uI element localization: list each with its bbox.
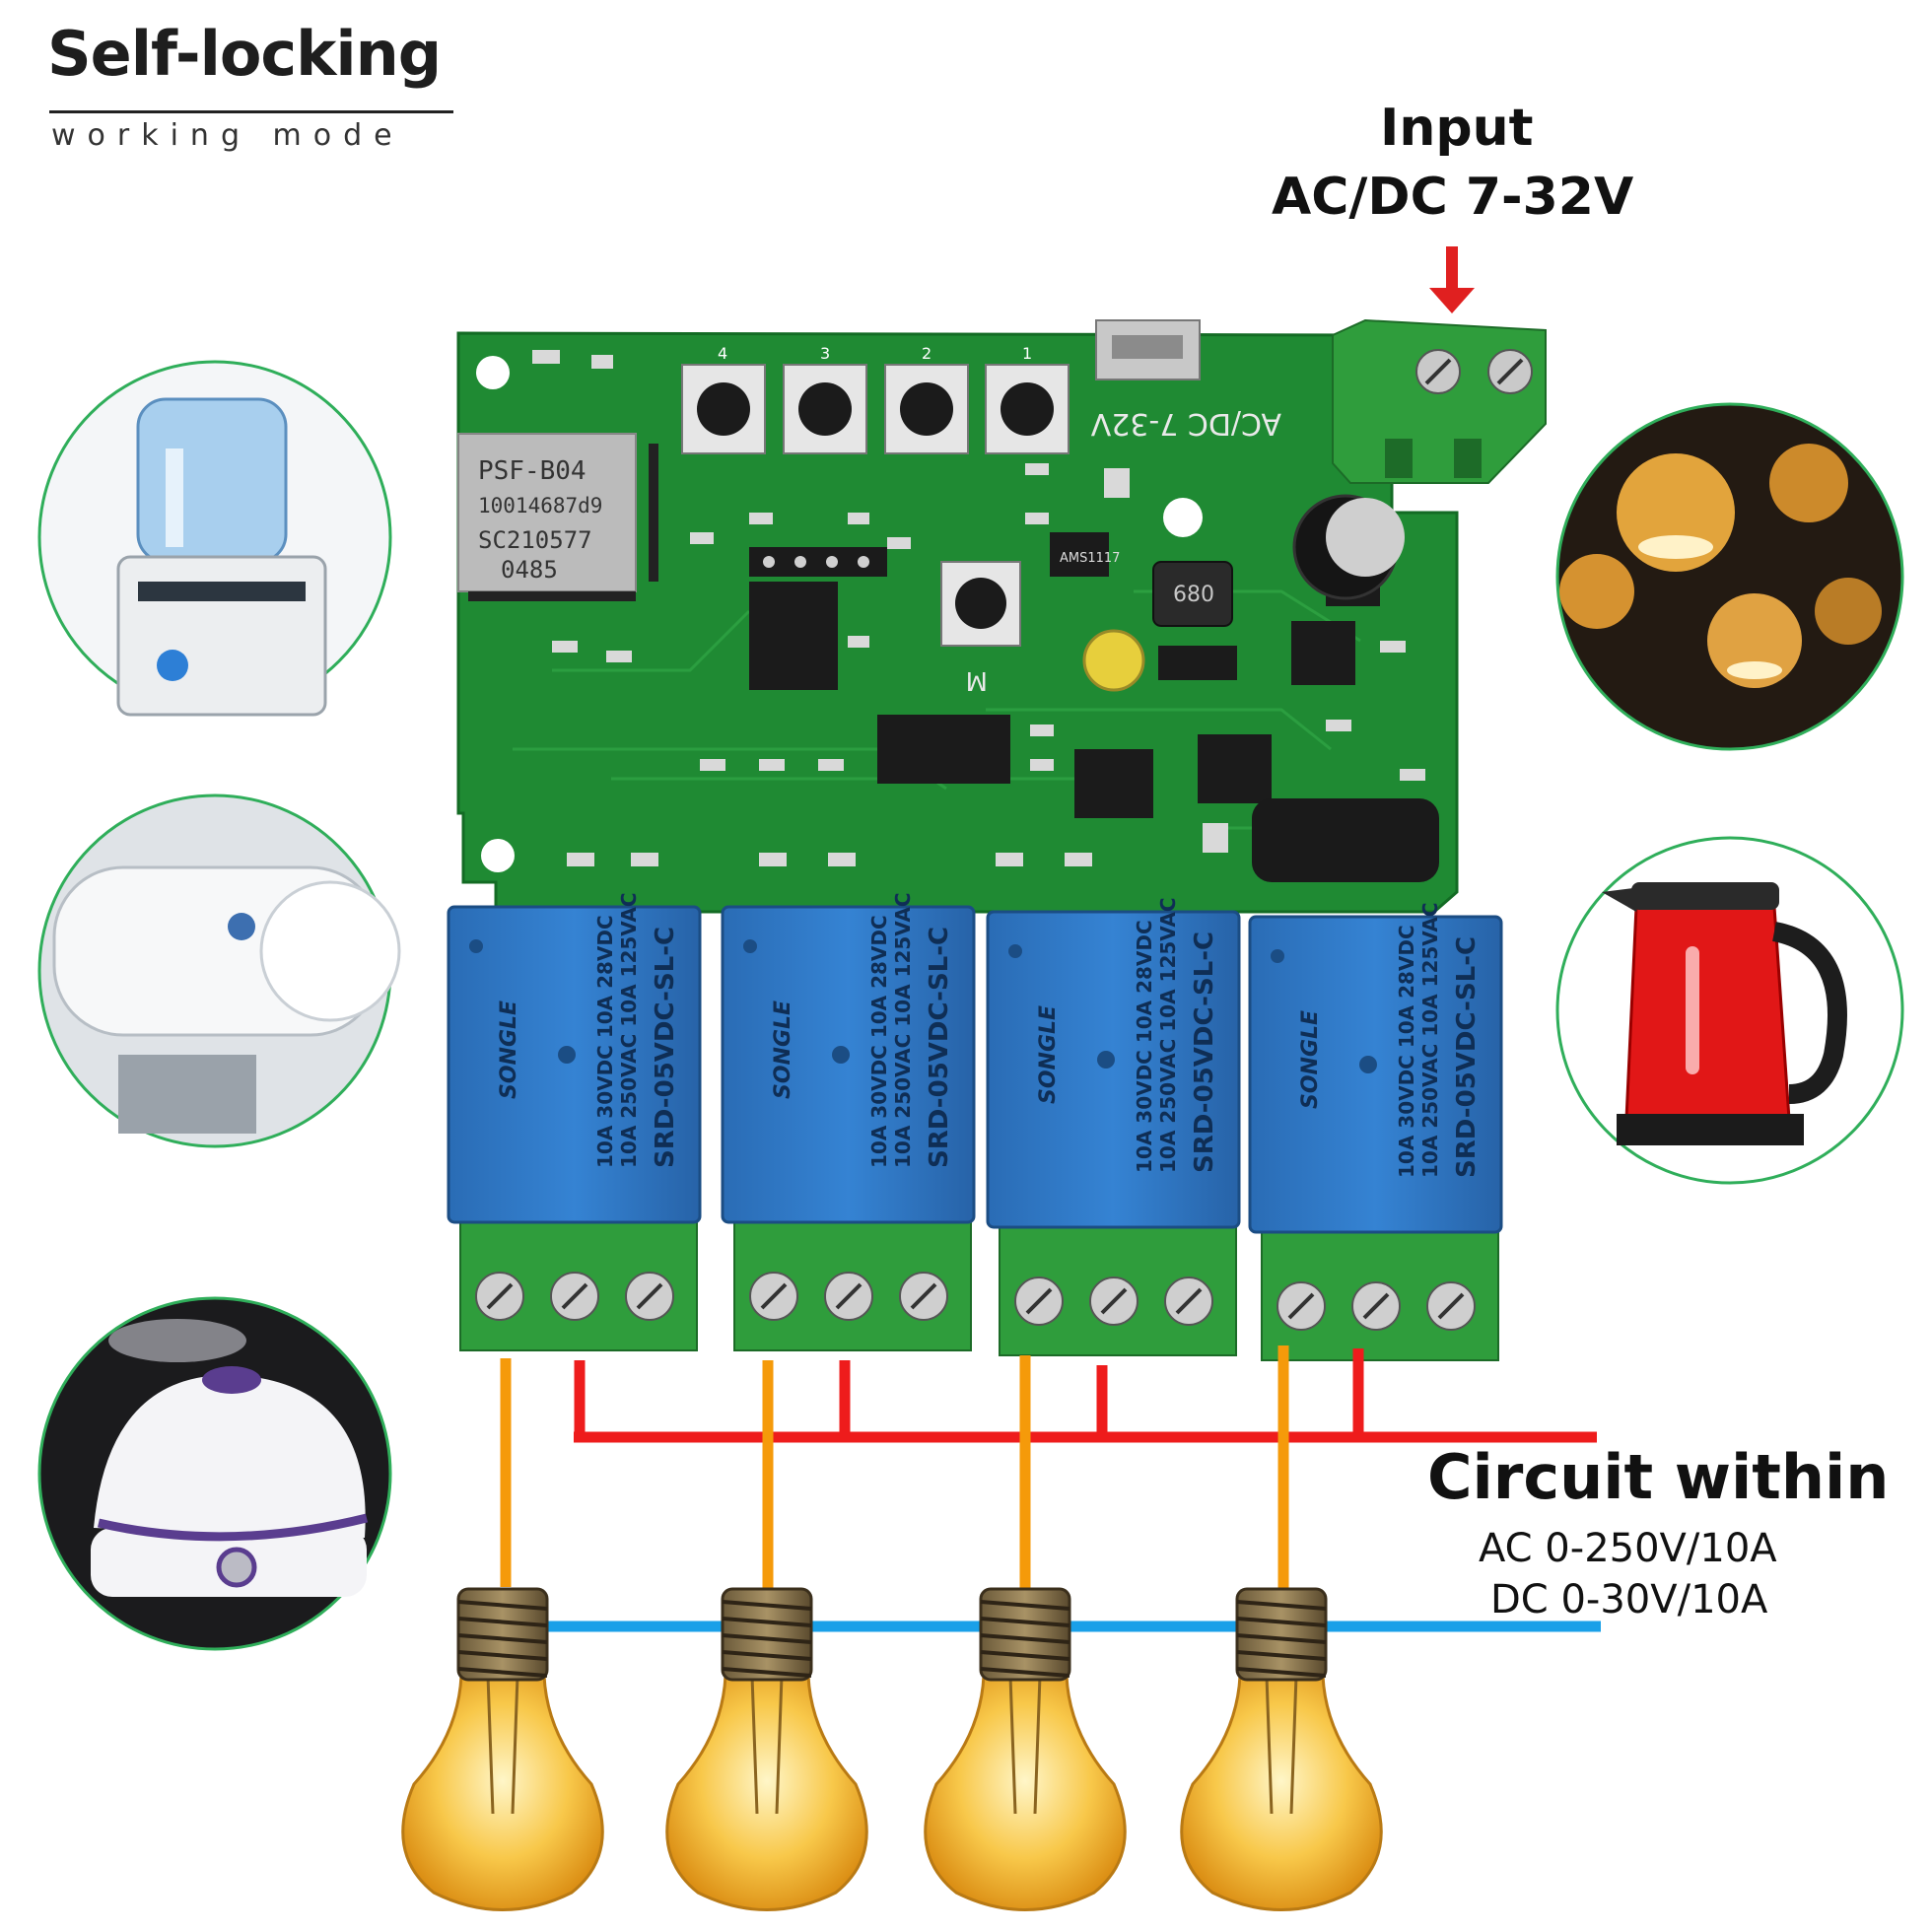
relay-brand: SONGLE [1298, 1010, 1323, 1109]
relay-rating: 10A 30VDC 10A 28VDC [593, 915, 617, 1168]
page-title: Self-locking [47, 18, 442, 90]
page-subtitle: working mode [51, 118, 404, 153]
pcb-board: PSF-B04 10014687d9 SC210577 0485 4 [456, 318, 1547, 914]
relay-brand: SONGLE [1036, 1005, 1061, 1104]
relay-body [447, 905, 702, 1224]
input-label: Input [1380, 99, 1534, 158]
output-terminal [459, 1211, 698, 1351]
ac-rating-label: AC 0-250V/10A [1479, 1526, 1777, 1571]
relay-rating: 10A 30VDC 10A 28VDC [867, 915, 891, 1168]
light-bulb-icon [1180, 1587, 1383, 1911]
relay-body [1248, 915, 1503, 1234]
module-text-4: 0485 [501, 556, 558, 584]
humidifier-icon [37, 1296, 392, 1651]
regulator-label: AMS1117 [1060, 551, 1120, 566]
output-terminal [999, 1216, 1237, 1356]
terminal-marking: AC/DC 7-32V [1090, 406, 1281, 441]
wifi-module: PSF-B04 10014687d9 SC210577 0485 [457, 433, 658, 601]
rf-coil [1252, 798, 1439, 882]
red-wires [574, 1348, 1597, 1443]
output-terminal [1261, 1221, 1499, 1361]
relay-brand: SONGLE [771, 1000, 795, 1099]
input-voltage-label: AC/DC 7-32V [1272, 168, 1634, 227]
pendant-lamps-icon [1555, 402, 1904, 751]
module-text-2: 10014687d9 [478, 494, 602, 518]
relay-model: SRD-05VDC-SL-C [1190, 932, 1219, 1173]
kettle-icon [1555, 836, 1904, 1185]
relay-rating: 10A 250VAC 10A 125VAC [1418, 902, 1442, 1178]
relay-rating: 10A 250VAC 10A 125VAC [891, 892, 915, 1168]
light-bulb-icon [401, 1587, 604, 1911]
button-number: 2 [922, 344, 932, 363]
mode-mark: M [966, 665, 988, 695]
bulb-group [401, 1587, 1383, 1911]
output-terminal [733, 1211, 972, 1351]
capacitor [1292, 494, 1399, 600]
inductor-label: 680 [1173, 583, 1214, 607]
relay-rating: 10A 250VAC 10A 125VAC [617, 892, 641, 1168]
module-text-3: SC210577 [478, 526, 592, 554]
dc-rating-label: DC 0-30V/10A [1490, 1577, 1768, 1622]
water-dispenser-icon [37, 360, 392, 717]
relay-rating: 10A 30VDC 10A 28VDC [1133, 920, 1156, 1173]
input-terminal [1332, 318, 1547, 484]
circuit-label: Circuit within [1427, 1441, 1890, 1513]
light-bulb-icon [665, 1587, 868, 1911]
water-heater-icon [37, 794, 401, 1148]
relay-rating: 10A 30VDC 10A 28VDC [1395, 925, 1418, 1178]
input-arrow-icon [1429, 246, 1475, 313]
title-underline [49, 110, 453, 113]
relay-rating: 10A 250VAC 10A 125VAC [1156, 897, 1180, 1173]
button-number: 3 [820, 344, 830, 363]
relay-body [986, 910, 1241, 1229]
relay-brand: SONGLE [497, 1000, 521, 1099]
relay-model: SRD-05VDC-SL-C [925, 927, 954, 1168]
relay-model: SRD-05VDC-SL-C [651, 927, 680, 1168]
button-number: 4 [718, 344, 727, 363]
usb-port [1095, 319, 1201, 380]
module-text-1: PSF-B04 [478, 456, 586, 486]
relay-body [721, 905, 976, 1224]
tact-buttons: 4 3 2 1 [681, 344, 1070, 695]
relay-model: SRD-05VDC-SL-C [1452, 936, 1482, 1178]
light-bulb-icon [924, 1587, 1127, 1911]
orange-wires [500, 1346, 1289, 1589]
button-number: 1 [1022, 344, 1032, 363]
